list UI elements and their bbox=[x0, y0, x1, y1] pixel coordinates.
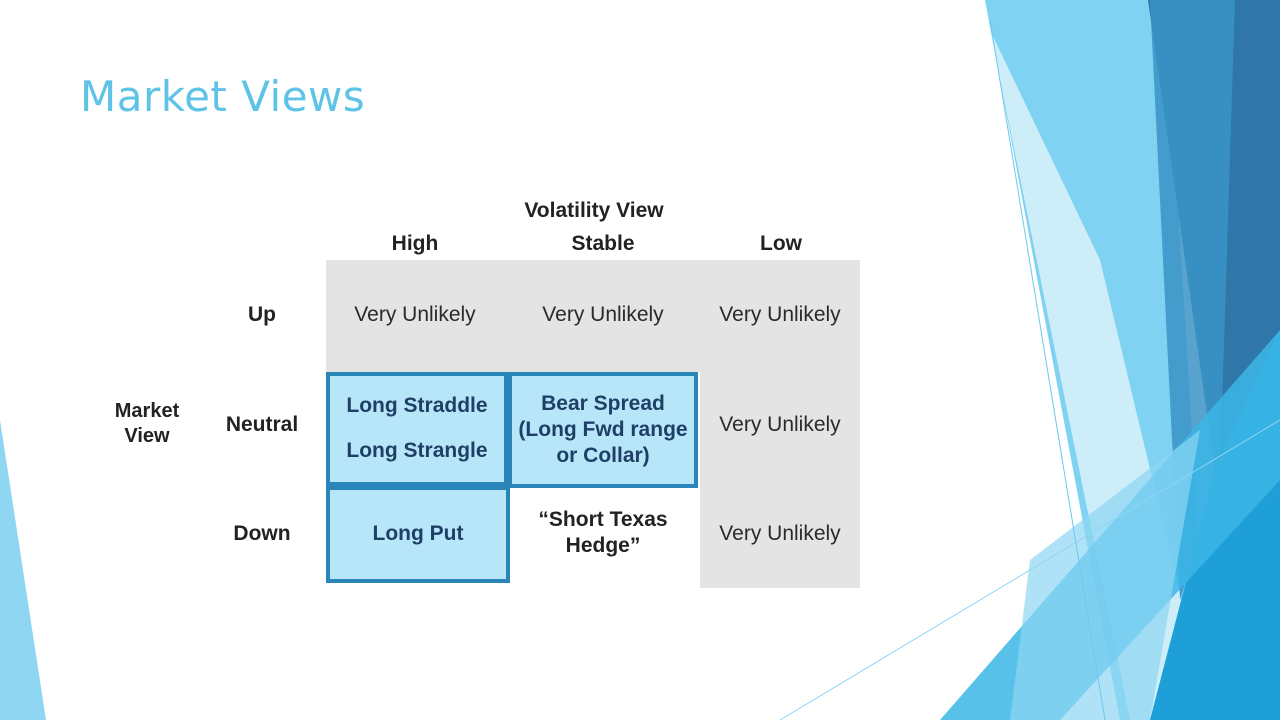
cell-neutral-high: Long Straddle Long Strangle bbox=[326, 372, 508, 486]
facet-lower-light bbox=[1010, 430, 1200, 720]
row-header-neutral: Neutral bbox=[225, 413, 299, 436]
cell-down-high: Long Put bbox=[326, 486, 510, 583]
neutral-high-line1: Long Straddle bbox=[346, 394, 488, 418]
cell-up-low: Very Unlikely bbox=[719, 302, 841, 326]
neutral-stable-line2: (Long Fwd range bbox=[518, 417, 688, 441]
market-view-label-line2: View bbox=[124, 425, 170, 447]
neutral-stable-line3: or Collar) bbox=[556, 444, 650, 468]
cell-down-low: Very Unlikely bbox=[719, 521, 841, 545]
down-stable-line2: Hedge” bbox=[565, 534, 641, 557]
row-header-up: Up bbox=[248, 303, 276, 326]
facet-left-edge bbox=[0, 420, 46, 720]
column-header-high: High bbox=[391, 232, 439, 255]
down-stable-line1: “Short Texas bbox=[538, 507, 668, 531]
cell-down-stable: “Short Texas Hedge” bbox=[512, 500, 694, 566]
row-header-down: Down bbox=[233, 522, 291, 545]
cell-neutral-stable: Bear Spread (Long Fwd range or Collar) bbox=[508, 372, 698, 488]
cell-up-stable: Very Unlikely bbox=[542, 302, 664, 326]
volatility-view-label: Volatility View bbox=[524, 199, 664, 222]
facet-line-2 bbox=[779, 419, 1280, 720]
market-view-label-line1: Market bbox=[114, 400, 180, 422]
column-header-stable: Stable bbox=[571, 232, 635, 255]
market-view-label: Market View bbox=[100, 394, 194, 454]
cell-up-high: Very Unlikely bbox=[354, 302, 476, 326]
facet-line-1 bbox=[989, 19, 1106, 720]
neutral-high-line2: Long Strangle bbox=[346, 439, 488, 463]
cell-neutral-low: Very Unlikely bbox=[719, 412, 841, 436]
neutral-stable-line1: Bear Spread bbox=[541, 391, 665, 415]
slide-title: Market Views bbox=[80, 72, 366, 121]
gray-band-low-column bbox=[700, 260, 860, 588]
column-header-low: Low bbox=[760, 232, 802, 255]
